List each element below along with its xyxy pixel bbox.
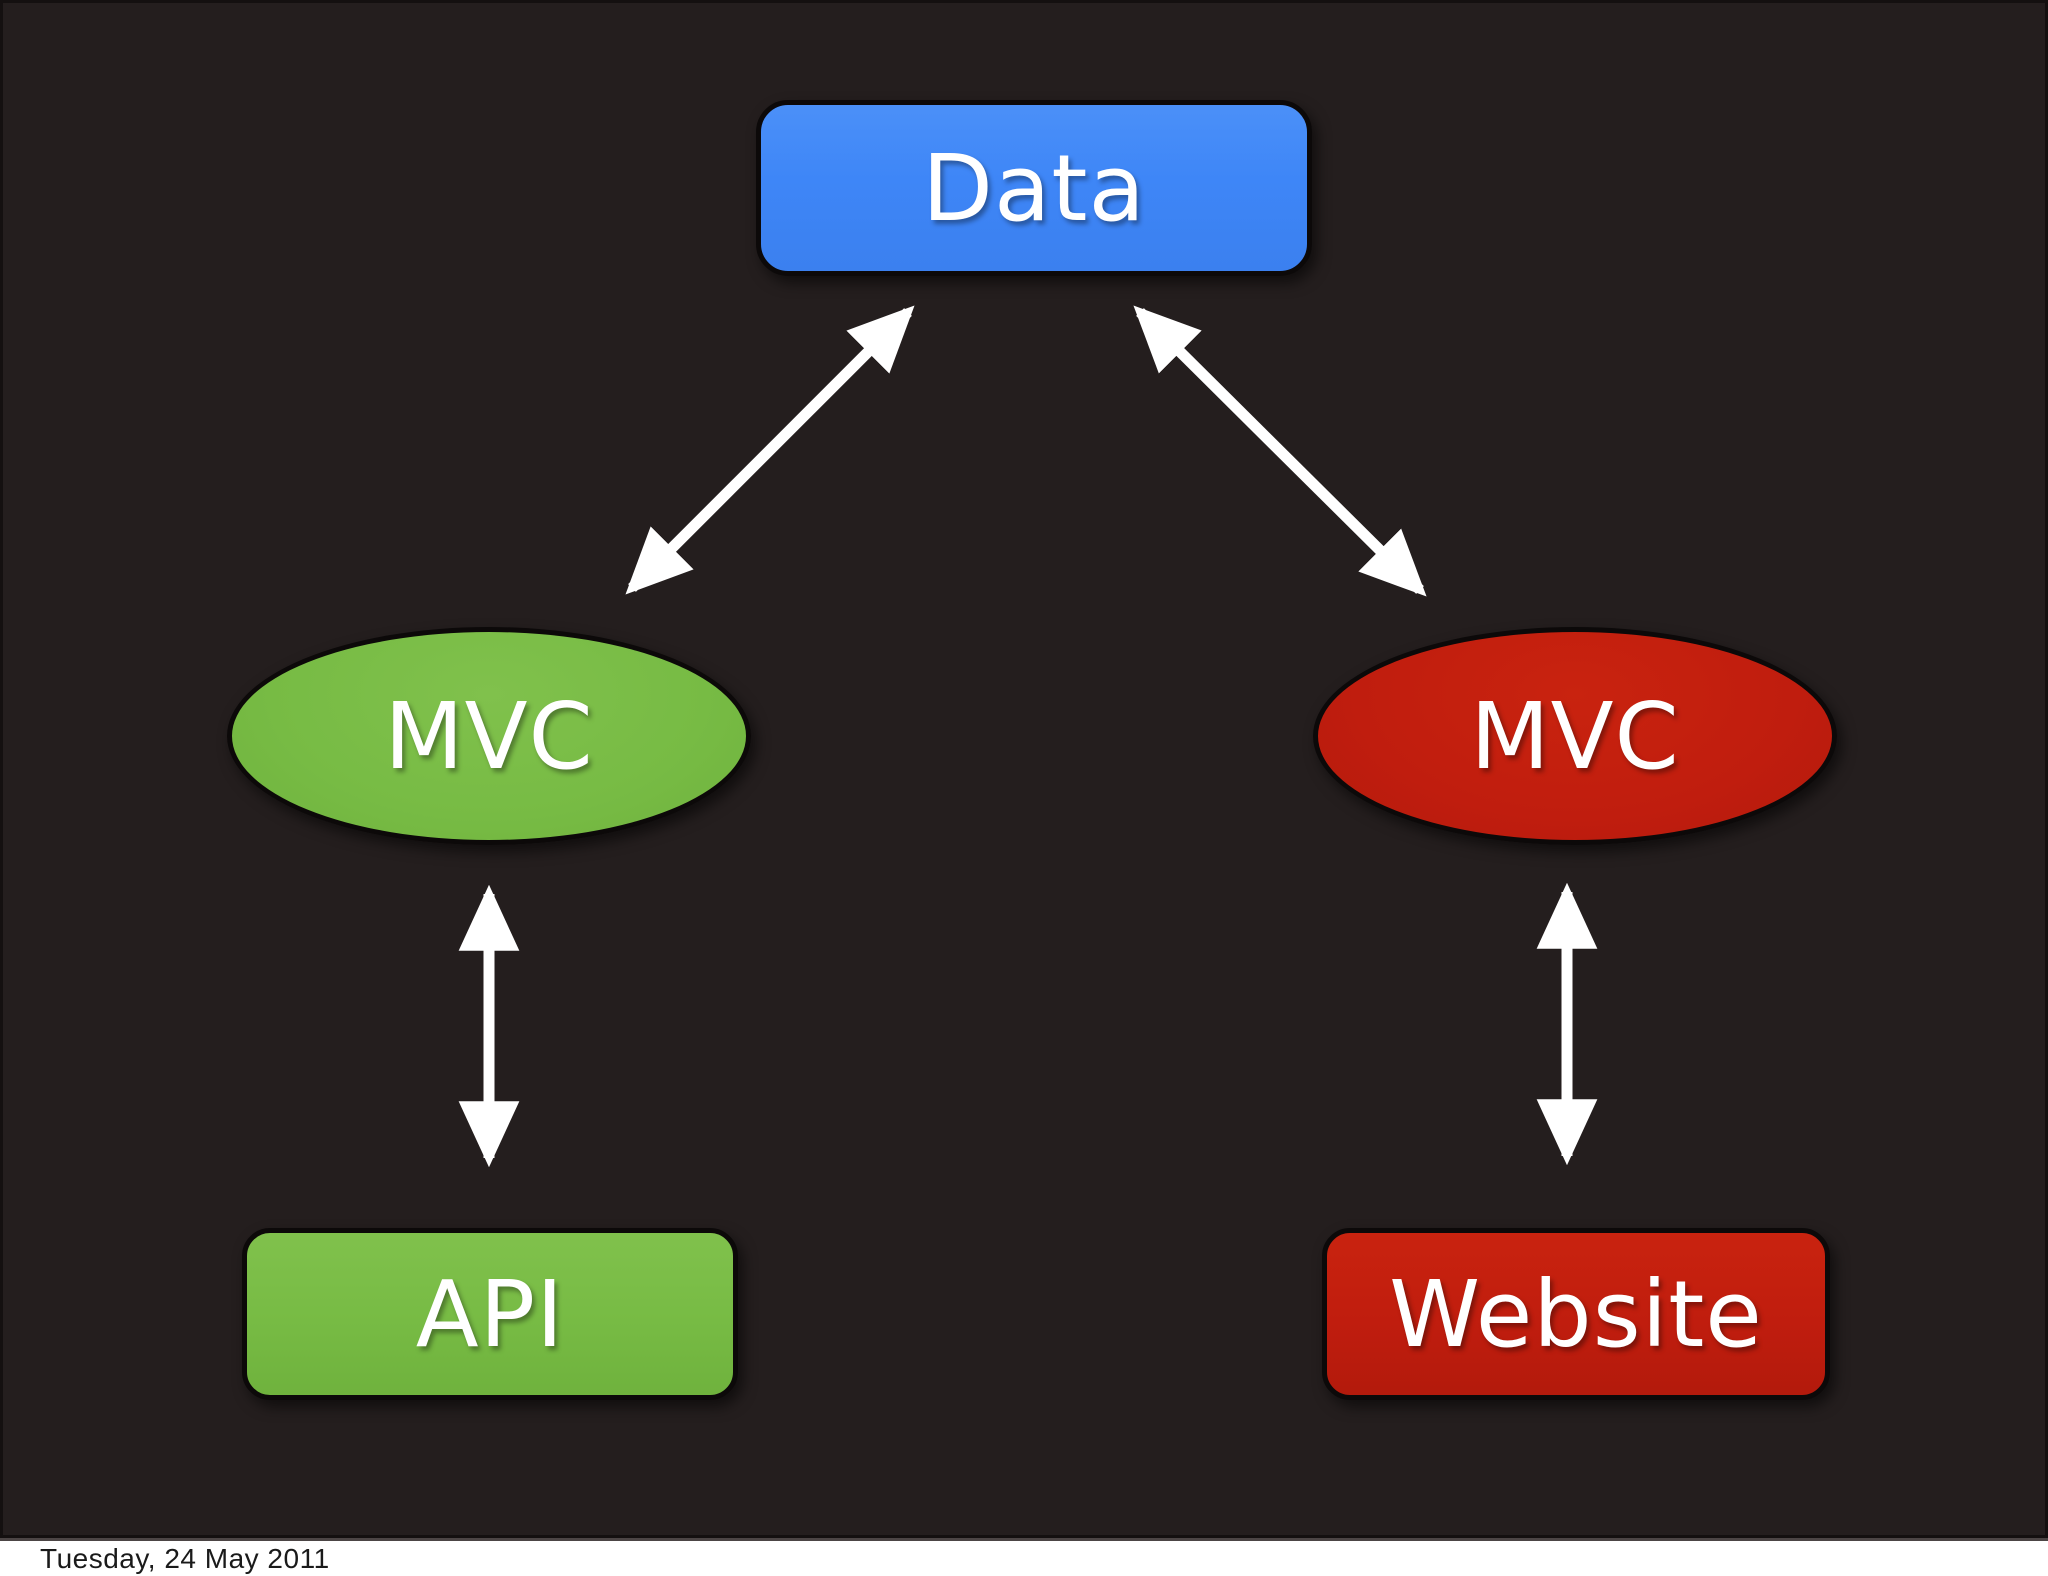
arrow-data-mvc-left bbox=[625, 305, 915, 595]
slide-canvas: Data MVC MVC API Website bbox=[227, 100, 1837, 1400]
node-data: Data bbox=[756, 100, 1312, 276]
footer-bar: Tuesday, 24 May 2011 bbox=[0, 1538, 2048, 1576]
footer-date: Tuesday, 24 May 2011 bbox=[40, 1542, 330, 1574]
node-mvc-right-label: MVC bbox=[1470, 682, 1680, 790]
node-mvc-right: MVC bbox=[1313, 627, 1837, 845]
node-website: Website bbox=[1322, 1228, 1830, 1400]
arrow-data-mvc-right bbox=[1133, 305, 1427, 597]
node-data-label: Data bbox=[922, 134, 1146, 242]
node-mvc-left-label: MVC bbox=[384, 682, 594, 790]
node-mvc-left: MVC bbox=[227, 627, 751, 845]
node-api-label: API bbox=[415, 1260, 565, 1368]
node-website-label: Website bbox=[1389, 1260, 1763, 1368]
node-api: API bbox=[242, 1228, 738, 1400]
